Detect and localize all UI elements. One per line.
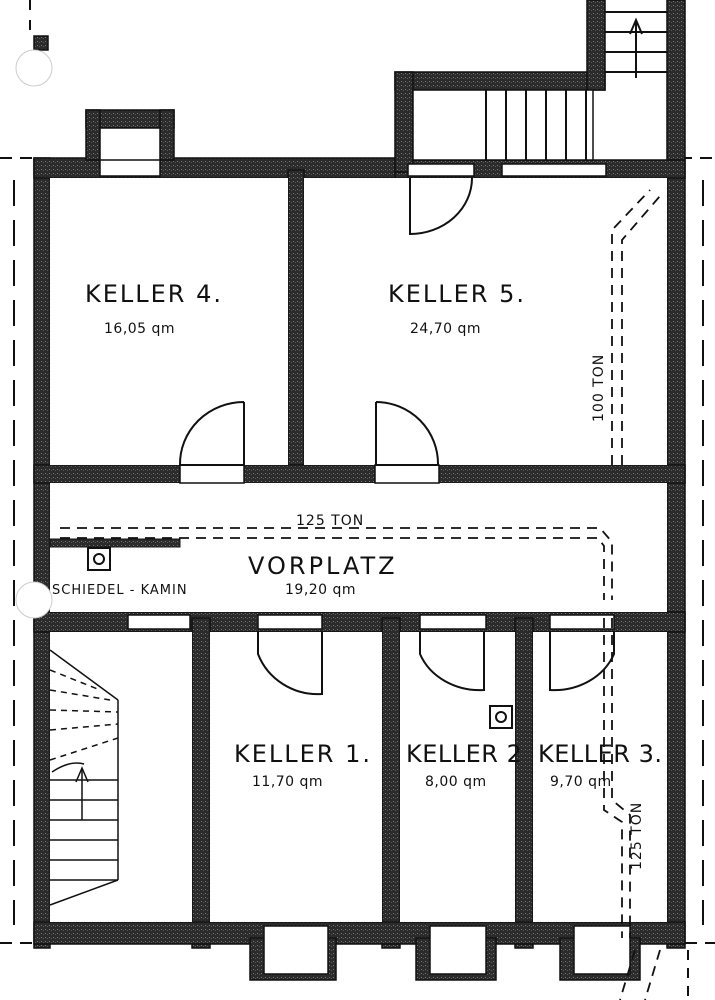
schiedel-chimney-symbol	[87, 547, 513, 729]
room-area-keller-2: 8,00 qm	[425, 774, 487, 790]
room-label-keller-1: KELLER 1.	[234, 740, 372, 768]
stairs-upper	[485, 11, 667, 160]
door-swings	[178, 177, 615, 696]
room-area-keller-3: 9,70 qm	[550, 774, 612, 790]
chimney-flue-bar	[49, 538, 181, 548]
ducts	[60, 189, 661, 1000]
duct-label-right: 100 TON	[591, 354, 607, 422]
room-area-vorplatz: 19,20 qm	[285, 582, 356, 598]
room-label-keller-4: KELLER 4.	[85, 280, 223, 308]
room-area-keller-1: 11,70 qm	[252, 774, 323, 790]
room-label-keller-2: KELLER 2	[406, 740, 522, 768]
duct-label-lower: 125 TON	[629, 802, 645, 870]
room-area-keller-5: 24,70 qm	[410, 321, 481, 337]
duct-label-top: 125 TON	[296, 513, 364, 529]
chimney-label: SCHIEDEL - KAMIN	[52, 583, 188, 598]
room-area-keller-4: 16,05 qm	[104, 321, 175, 337]
room-floors	[50, 178, 667, 922]
windows	[99, 89, 631, 975]
room-label-vorplatz: VORPLATZ	[248, 552, 398, 580]
stairs-lower	[49, 649, 119, 906]
punch-holes	[15, 49, 53, 619]
door-openings	[179, 464, 440, 484]
room-label-keller-5: KELLER 5.	[388, 280, 526, 308]
room-label-keller-3: KELLER 3.	[538, 740, 663, 768]
